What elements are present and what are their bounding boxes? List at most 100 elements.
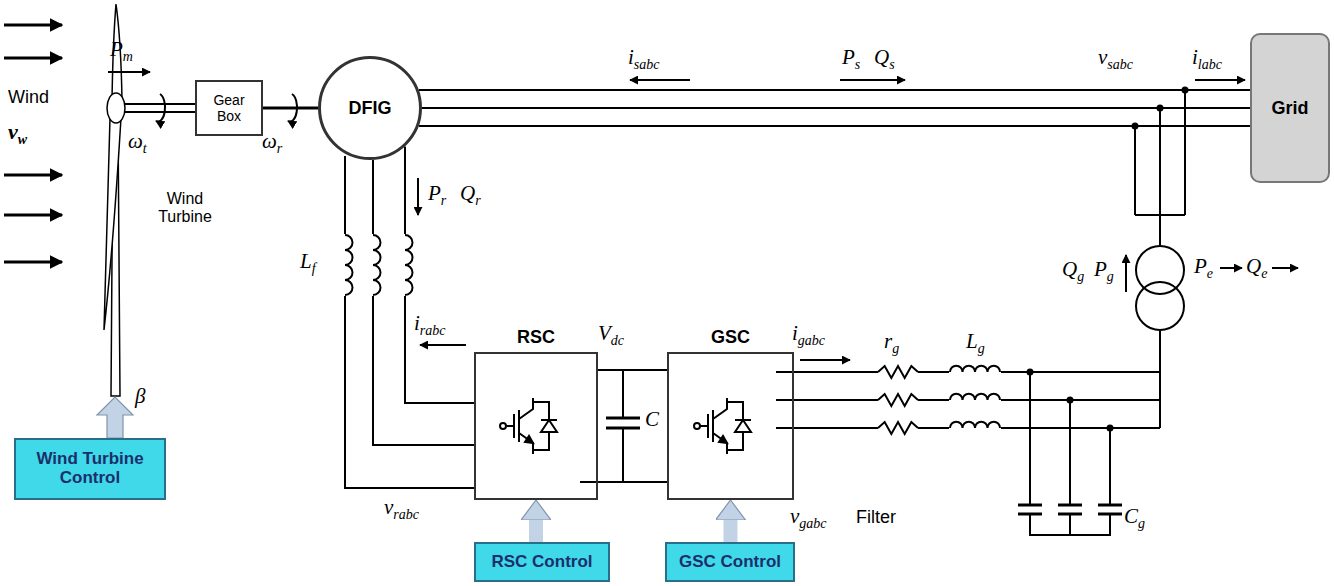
symbol-subscript: s xyxy=(855,57,860,72)
power-flow-arrow xyxy=(840,79,905,81)
junction-dot xyxy=(1157,105,1164,112)
symbol-subscript: rabc xyxy=(420,323,446,338)
stator-wire xyxy=(419,89,1250,91)
igbt-symbol xyxy=(518,410,520,442)
converter-heading: GSC xyxy=(659,327,802,348)
igbt-symbol xyxy=(506,425,514,427)
symbol-main: Q xyxy=(874,45,889,69)
wind-turbine xyxy=(107,93,125,123)
power-flow-arrow xyxy=(417,178,419,215)
symbol-subscript: labc xyxy=(1198,57,1222,72)
resistor-symbol xyxy=(878,422,918,434)
symbol-main: Q xyxy=(460,181,475,205)
signal-symbol: ωr xyxy=(262,130,282,153)
resistor-symbol xyxy=(878,366,918,378)
power-wire xyxy=(598,369,667,371)
power-wire xyxy=(263,107,318,110)
junction-dot xyxy=(1027,87,1189,432)
dc-link xyxy=(580,370,667,482)
symbol-subscript: e xyxy=(1207,266,1213,281)
symbol-main: v xyxy=(1098,45,1107,69)
symbol-subscript: sabc xyxy=(634,57,660,72)
igbt-symbol xyxy=(735,419,751,421)
dc-link xyxy=(606,417,640,420)
node-text: Grid xyxy=(1271,98,1308,119)
symbol-subscript: g xyxy=(892,341,899,356)
signal-symbol: vw xyxy=(8,120,27,144)
generator-circle: DFIG xyxy=(318,56,422,160)
signal-symbol: irabc xyxy=(414,312,446,335)
filter-capacitor xyxy=(1069,514,1071,535)
symbol-subscript: r xyxy=(441,193,446,208)
control-arrow xyxy=(724,520,738,542)
node-text: Gear Box xyxy=(200,92,258,124)
transformer xyxy=(1136,246,1184,330)
filter-capacitor xyxy=(1029,372,1031,505)
symbol-subscript: s xyxy=(889,57,894,72)
part-label: Wind Turbine xyxy=(140,190,230,225)
wind-arrow xyxy=(4,174,62,177)
node-text: GSC Control xyxy=(679,553,781,572)
resistor-mask xyxy=(878,397,918,403)
signal-symbol: Pg xyxy=(1094,258,1114,281)
pitch-control-arrow xyxy=(97,397,133,438)
symbol-main: ω xyxy=(128,129,143,153)
control-box: Wind Turbine Control xyxy=(14,438,166,500)
control-arrow xyxy=(529,520,543,542)
igbt-symbol xyxy=(712,410,714,442)
signal-symbol: ilabc xyxy=(1192,46,1222,69)
signal-symbol: Qe xyxy=(1246,255,1267,278)
filter-capacitor xyxy=(1098,504,1122,507)
symbol-main: v xyxy=(790,504,799,528)
symbol-main: v xyxy=(8,119,18,144)
symbol-subscript: gabc xyxy=(799,516,826,531)
power-flow-arrow xyxy=(108,71,150,73)
symbol-subscript: e xyxy=(1261,266,1267,281)
igbt-symbol xyxy=(735,420,751,432)
signal-symbol: isabc xyxy=(628,46,660,69)
power-flow-arrow xyxy=(420,344,466,346)
node-text: Wind Turbine Control xyxy=(20,450,160,487)
inductor-symbol xyxy=(345,235,353,295)
signal-symbol: Pr xyxy=(428,182,446,205)
symbol-subscript: g xyxy=(1138,516,1145,531)
signal-symbol: ωt xyxy=(128,130,147,153)
inductor-symbol xyxy=(373,235,381,295)
filter-capacitor xyxy=(1109,428,1111,505)
igbt-symbol xyxy=(541,420,557,432)
symbol-main: P xyxy=(1194,254,1207,278)
power-flow-arrow xyxy=(800,359,850,361)
symbol-subscript: g xyxy=(1077,269,1084,284)
igbt-symbol xyxy=(719,436,727,443)
power-flow-arrow xyxy=(108,72,1298,360)
stator-wire xyxy=(1134,126,1136,215)
signal-symbol: Ps xyxy=(842,46,860,69)
shaft xyxy=(125,104,195,112)
power-flow-arrow xyxy=(1195,79,1245,81)
filter-capacitor xyxy=(1018,372,1122,535)
control-box: RSC Control xyxy=(474,542,610,582)
inductor-symbol xyxy=(950,394,1000,400)
symbol-main: i xyxy=(414,311,420,335)
wind-arrow xyxy=(4,25,62,262)
rotation-arrow xyxy=(156,94,165,122)
symbol-main: V xyxy=(598,321,611,345)
resistor-mask xyxy=(878,425,918,431)
dc-link xyxy=(622,428,624,482)
power-flow-arrow xyxy=(630,79,690,81)
filter-capacitor xyxy=(1018,504,1042,507)
dc-link xyxy=(606,427,640,430)
symbol-subscript: m xyxy=(123,49,133,64)
symbol-main: Q xyxy=(1062,257,1077,281)
igbt-symbol xyxy=(519,433,533,454)
symbol-subscript: w xyxy=(18,132,27,147)
filter-capacitor xyxy=(1030,514,1110,535)
igbt-symbol xyxy=(713,433,727,454)
symbol-main: P xyxy=(110,37,123,61)
signal-symbol: vrabc xyxy=(384,496,419,519)
signal-symbol: igabc xyxy=(792,322,825,345)
converter-box: RSC xyxy=(474,352,598,500)
power-wire xyxy=(422,107,1250,109)
symbol-main: L xyxy=(966,329,978,353)
